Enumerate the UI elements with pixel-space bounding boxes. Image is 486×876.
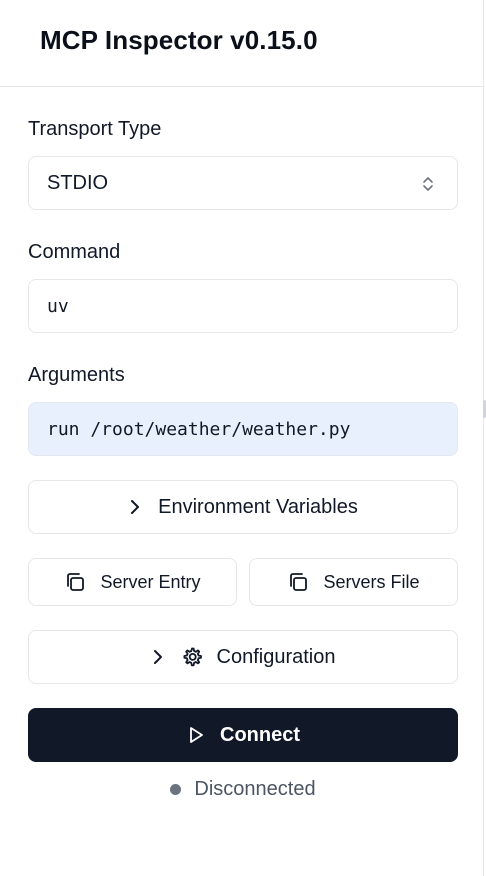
connect-label: Connect [220, 723, 300, 746]
transport-type-value: STDIO [47, 171, 109, 194]
configuration-label: Configuration [216, 645, 336, 668]
connection-status: Disconnected [28, 778, 458, 801]
connect-button[interactable]: Connect [28, 708, 458, 762]
connection-form: Transport Type STDIO Command uv Argument… [0, 118, 483, 801]
copy-icon [287, 571, 309, 593]
server-entry-button[interactable]: Server Entry [28, 558, 237, 606]
command-value: uv [47, 295, 69, 317]
sidebar-header: MCP Inspector v0.15.0 [0, 0, 483, 87]
configuration-button[interactable]: Configuration [28, 630, 458, 684]
arguments-value: run /root/weather/weather.py [47, 418, 351, 440]
status-text: Disconnected [194, 778, 316, 800]
chevron-right-icon [151, 649, 165, 665]
gear-icon [181, 646, 203, 668]
arguments-label: Arguments [28, 364, 125, 386]
transport-type-select[interactable]: STDIO [28, 156, 458, 210]
environment-variables-button[interactable]: Environment Variables [28, 480, 458, 534]
server-entry-label: Server Entry [100, 571, 201, 592]
app-title: MCP Inspector v0.15.0 [40, 25, 318, 55]
chevron-up-down-icon [421, 175, 435, 193]
copy-icon [64, 571, 86, 593]
arguments-input[interactable]: run /root/weather/weather.py [28, 402, 458, 456]
environment-variables-label: Environment Variables [158, 495, 358, 518]
copy-buttons-row: Server Entry Servers File [28, 558, 458, 606]
servers-file-button[interactable]: Servers File [249, 558, 458, 606]
servers-file-label: Servers File [323, 571, 420, 592]
command-label: Command [28, 241, 121, 263]
chevron-right-icon [128, 499, 142, 515]
status-dot [170, 784, 182, 795]
transport-type-label: Transport Type [28, 118, 162, 140]
play-icon [186, 725, 206, 745]
resize-handle[interactable] [483, 400, 486, 418]
command-input[interactable]: uv [28, 279, 458, 333]
